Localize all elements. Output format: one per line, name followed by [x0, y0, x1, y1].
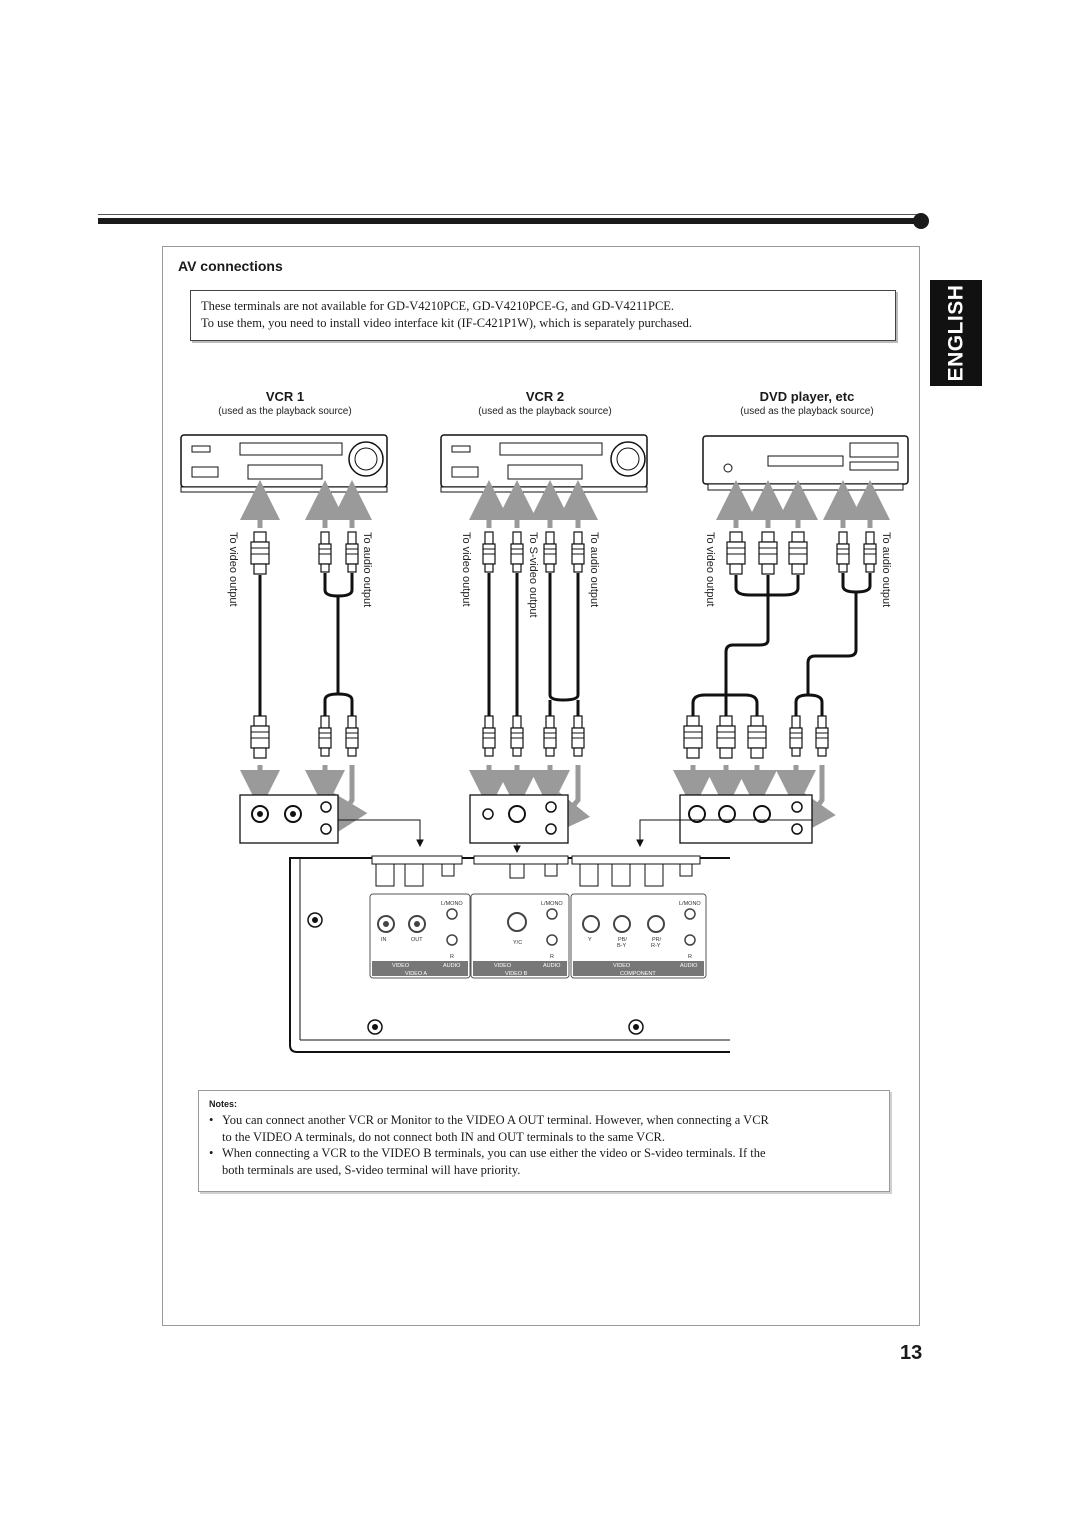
note-item: • When connecting a VCR to the VIDEO B t… — [209, 1145, 879, 1178]
r-label-b: R — [550, 954, 554, 960]
device-title-vcr1: VCR 1 — [265, 389, 305, 404]
section-title: AV connections — [178, 258, 283, 274]
note-2-line-1: When connecting a VCR to the VIDEO B ter… — [222, 1146, 766, 1160]
panel-labels: L/MONO L/MONO L/MONO IN OUT Y/C Y PB/ B-… — [381, 901, 701, 977]
out-label: OUT — [411, 937, 423, 943]
pr-label: PR/ — [652, 937, 662, 943]
notes-title: Notes: — [209, 1099, 238, 1109]
note-2-line-2: both terminals are used, S-video termina… — [222, 1162, 521, 1177]
device-title-vcr2: VCR 2 — [525, 389, 565, 404]
label-dvd-video: To video output — [704, 532, 716, 607]
notice-line-2: To use them, you need to install video i… — [201, 316, 693, 330]
top-connectors — [250, 531, 877, 575]
device-title-dvd: DVD player, etc — [759, 389, 855, 404]
language-tab: ENGLISH — [930, 280, 982, 386]
note-1-line-1: You can connect another VCR or Monitor t… — [222, 1113, 769, 1127]
label-vcr1-audio: To audio output — [361, 532, 373, 608]
y-label: Y — [588, 937, 592, 943]
lmono-label-c: L/MONO — [679, 901, 701, 907]
content-frame — [162, 246, 920, 1326]
r-label-c: R — [688, 954, 692, 960]
header-rule-thin — [98, 214, 920, 215]
vcr2-device — [440, 434, 648, 493]
note-1-line-2: to the VIDEO A terminals, do not connect… — [222, 1129, 665, 1144]
lmono-label-b: L/MONO — [541, 901, 563, 907]
note-bullet: • — [209, 1113, 214, 1127]
r-label-a: R — [450, 954, 454, 960]
lmono-label-a: L/MONO — [441, 901, 463, 907]
video-label-a: VIDEO — [392, 963, 410, 969]
by-label: B-Y — [617, 943, 627, 949]
header-dot — [913, 213, 929, 229]
leader-lines — [338, 819, 812, 854]
vcr1-device — [180, 434, 388, 493]
notice-line-1: These terminals are not available for GD… — [201, 299, 675, 313]
language-tab-label: ENGLISH — [944, 284, 967, 382]
label-dvd-audio: To audio output — [880, 532, 892, 608]
connection-diagram: L/MONO L/MONO L/MONO IN OUT Y/C Y PB/ B-… — [180, 434, 909, 1053]
label-vcr1-video: To video output — [227, 532, 239, 607]
yc-label: Y/C — [513, 940, 522, 946]
note-item: • You can connect another VCR or Monitor… — [209, 1112, 879, 1145]
page-number: 13 — [900, 1342, 923, 1364]
arrows-to-devices — [240, 480, 890, 528]
group-label-a: VIDEO A — [405, 971, 427, 977]
device-subtitle-vcr2: (used as the playback source) — [478, 406, 612, 417]
group-label-c: COMPONENT — [620, 971, 656, 977]
device-subtitle-vcr1: (used as the playback source) — [218, 406, 352, 417]
enlarged-panels — [239, 794, 813, 844]
video-label-c: VIDEO — [613, 963, 631, 969]
dvd-device — [702, 435, 909, 491]
pb-label: PB/ — [618, 937, 627, 943]
rear-panel — [289, 855, 730, 1053]
device-subtitle-dvd: (used as the playback source) — [740, 406, 874, 417]
in-label: IN — [381, 937, 387, 943]
header-rule — [98, 218, 920, 224]
cables — [258, 573, 872, 716]
label-vcr2-svideo: To S-video output — [527, 532, 539, 618]
audio-label-c: AUDIO — [680, 963, 698, 969]
video-label-b: VIDEO — [494, 963, 512, 969]
group-label-b: VIDEO B — [505, 971, 528, 977]
notice-box: These terminals are not available for GD… — [190, 290, 896, 341]
ry-label: R-Y — [651, 943, 661, 949]
audio-label-a: AUDIO — [443, 963, 461, 969]
note-bullet: • — [209, 1146, 214, 1160]
label-vcr2-audio: To audio output — [588, 532, 600, 608]
label-vcr2-video: To video output — [460, 532, 472, 607]
audio-label-b: AUDIO — [543, 963, 561, 969]
notes-box: Notes: • You can connect another VCR or … — [198, 1090, 890, 1192]
bottom-connectors — [250, 715, 829, 759]
